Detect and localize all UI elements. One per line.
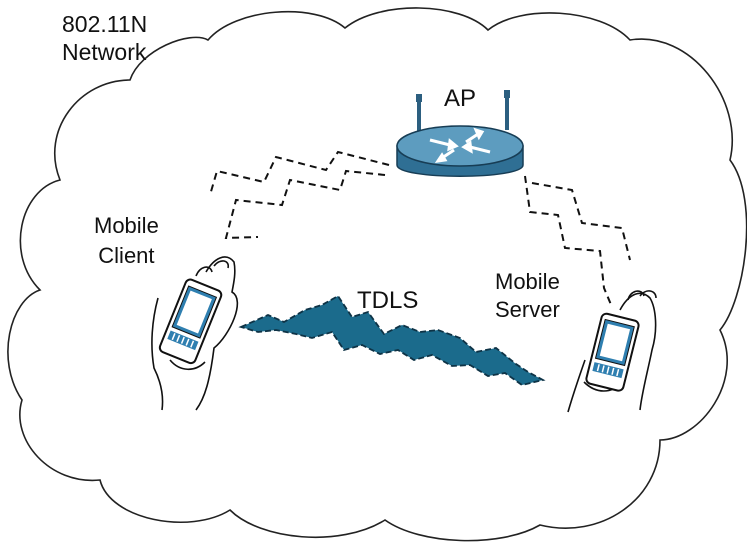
tdls-label: TDLS bbox=[357, 287, 419, 314]
mobile-server-icon bbox=[567, 290, 657, 413]
mobile-server-label-line1: Mobile bbox=[495, 269, 560, 294]
network-cloud bbox=[7, 7, 747, 542]
network-label: 802.11N Network bbox=[62, 10, 147, 66]
mobile-server-label: Mobile Server bbox=[495, 268, 560, 324]
client-hand-icon bbox=[151, 256, 239, 411]
mobile-client-icon bbox=[151, 256, 239, 411]
mobile-client-label: Mobile Client bbox=[94, 211, 159, 271]
access-point-label: AP bbox=[444, 85, 477, 112]
network-label-line1: 802.11N bbox=[62, 11, 148, 37]
mobile-server-label-line2: Server bbox=[495, 297, 560, 322]
wireless-link-server bbox=[524, 175, 631, 308]
tdls-link bbox=[238, 294, 546, 386]
wireless-link-client bbox=[209, 150, 390, 240]
router-icon bbox=[396, 90, 524, 177]
network-label-line2: Network bbox=[62, 39, 147, 65]
mobile-client-label-line1: Mobile bbox=[94, 213, 159, 238]
mobile-client-label-line2: Client bbox=[98, 243, 155, 268]
